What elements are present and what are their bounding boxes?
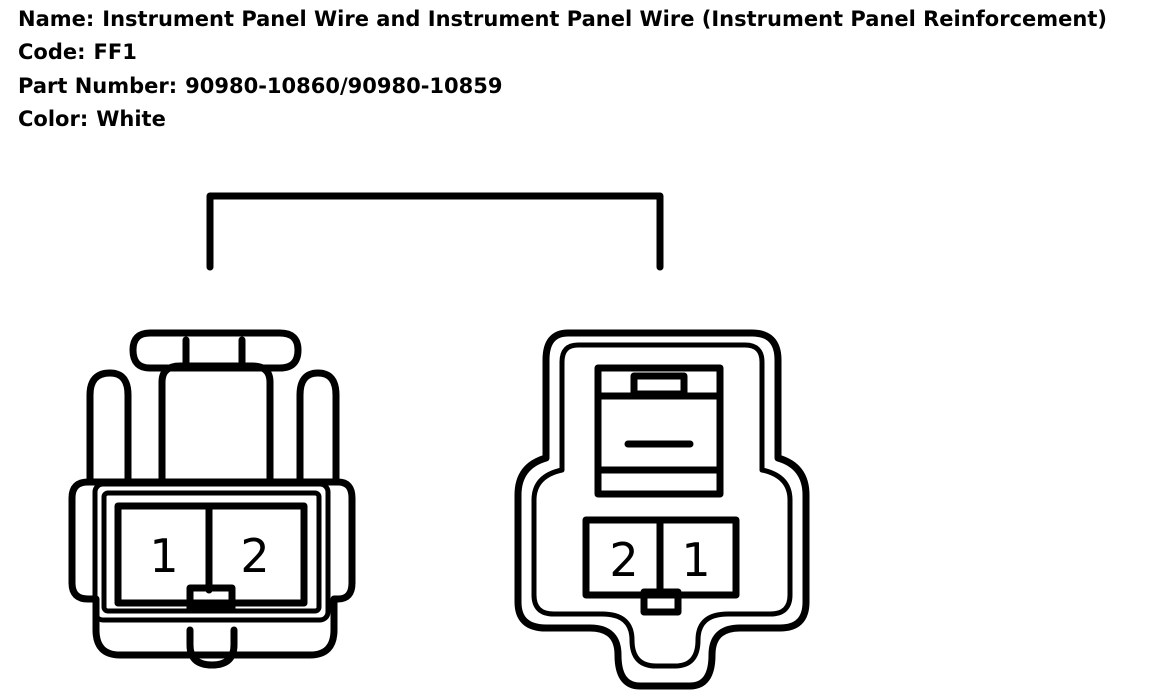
name-label: Name: <box>18 7 95 31</box>
code-label: Code: <box>18 40 86 64</box>
right-connector-inner-housing <box>531 342 793 669</box>
left-connector-latch <box>158 362 274 486</box>
connector-pair-bracket <box>206 192 664 271</box>
part-number-label: Part Number: <box>18 74 178 98</box>
connector-color-row: Color: White <box>18 107 166 131</box>
part-number-value: 90980-10860/90980-10859 <box>185 74 503 98</box>
left-pin-2-label: 2 <box>240 529 269 583</box>
right-connector-body <box>514 329 810 690</box>
color-value: White <box>96 107 166 131</box>
left-connector-body <box>68 478 356 659</box>
left-connector-rail-left <box>86 369 132 486</box>
right-latch-window <box>630 372 688 398</box>
right-pin-2-label: 2 <box>609 533 638 587</box>
name-value: Instrument Panel Wire and Instrument Pan… <box>102 7 1107 31</box>
left-connector-frame-outer <box>92 481 331 623</box>
color-label: Color: <box>18 107 89 131</box>
right-connector-latch <box>594 364 724 498</box>
left-pin-1-label: 1 <box>149 529 178 583</box>
left-connector-lock-tab <box>186 584 236 614</box>
code-value: FF1 <box>93 40 137 64</box>
right-connector: 2 1 <box>514 329 810 690</box>
connector-name-row: Name: Instrument Panel Wire and Instrumen… <box>18 7 1107 31</box>
right-pin-1-label: 1 <box>681 533 710 587</box>
part-number-row: Part Number: 90980-10860/90980-10859 <box>18 74 502 98</box>
right-connector-lock-tab <box>640 588 682 616</box>
left-connector-rail-right <box>296 369 340 486</box>
left-connector-bottom-key <box>186 626 238 669</box>
left-connector-top-tab <box>129 329 302 372</box>
left-connector: 1 2 <box>68 329 356 669</box>
connector-code-row: Code: FF1 <box>18 40 137 64</box>
